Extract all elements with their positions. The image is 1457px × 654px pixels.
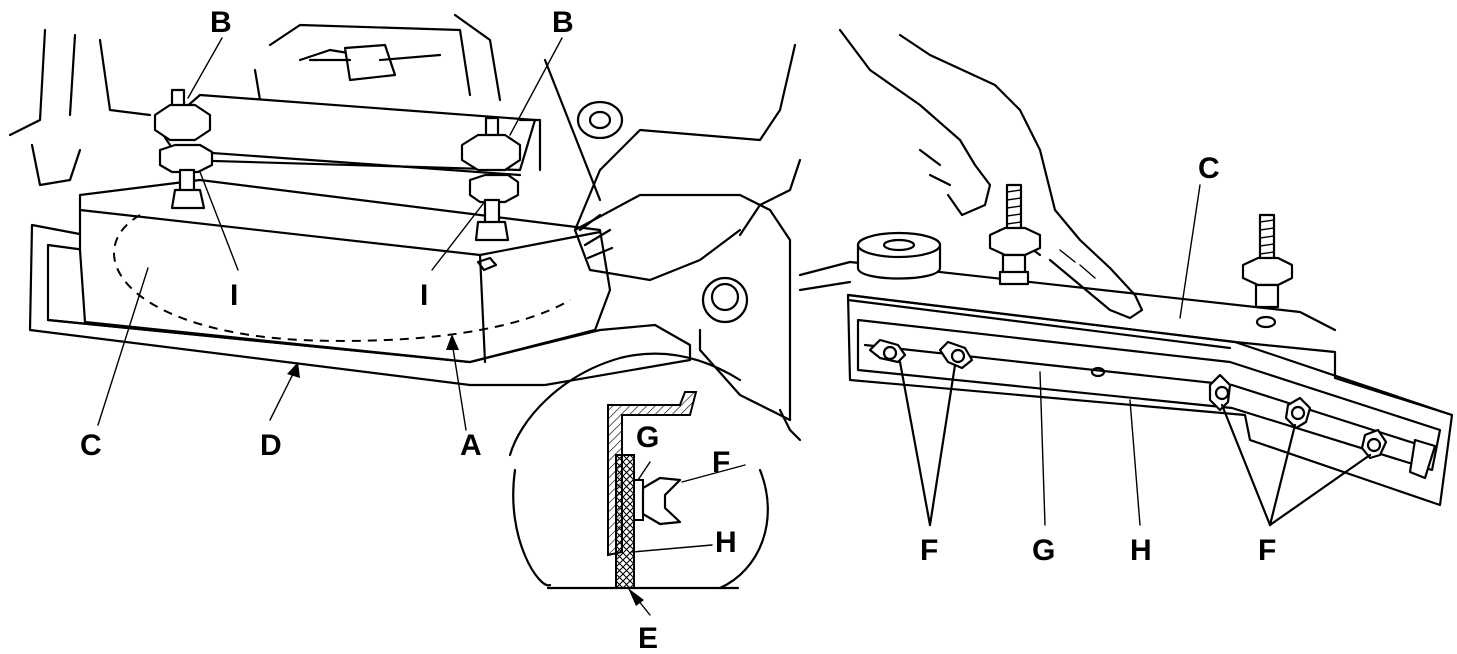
label-c-right: C bbox=[1198, 152, 1220, 185]
left-bolt-assembly bbox=[153, 88, 214, 210]
bolt-right-1 bbox=[988, 183, 1042, 286]
label-b-right: B bbox=[552, 6, 574, 39]
wing-nuts-right bbox=[868, 338, 1388, 460]
label-e-detail: E bbox=[638, 622, 658, 654]
washer-right bbox=[856, 231, 942, 280]
right-bolt-assembly bbox=[460, 116, 522, 242]
front-handle bbox=[573, 43, 802, 442]
bolt-right-2 bbox=[1241, 213, 1294, 329]
label-i-left: I bbox=[230, 279, 238, 312]
left-leaders bbox=[97, 37, 563, 431]
left-view: B B I I C D A bbox=[8, 6, 802, 462]
detail-callout: G F H E bbox=[508, 352, 769, 654]
label-g-detail: G bbox=[636, 421, 659, 454]
label-i-right: I bbox=[420, 279, 428, 312]
label-f-right-right: F bbox=[1258, 534, 1276, 567]
sole-plate bbox=[78, 178, 612, 364]
sole-bar bbox=[846, 293, 1454, 507]
spare-washer bbox=[576, 100, 624, 140]
label-h-detail: H bbox=[715, 526, 737, 559]
right-leaders bbox=[898, 184, 1372, 527]
label-d: D bbox=[260, 429, 282, 462]
machine-housing bbox=[8, 13, 602, 202]
label-h-right: H bbox=[1130, 534, 1152, 567]
right-view: C F G H F bbox=[798, 28, 1454, 567]
label-c-left: C bbox=[80, 429, 102, 462]
label-a: A bbox=[460, 429, 482, 462]
label-b-left: B bbox=[210, 6, 232, 39]
label-g-right: G bbox=[1032, 534, 1055, 567]
label-f-detail: F bbox=[712, 446, 730, 479]
label-f-right-left: F bbox=[920, 534, 938, 567]
